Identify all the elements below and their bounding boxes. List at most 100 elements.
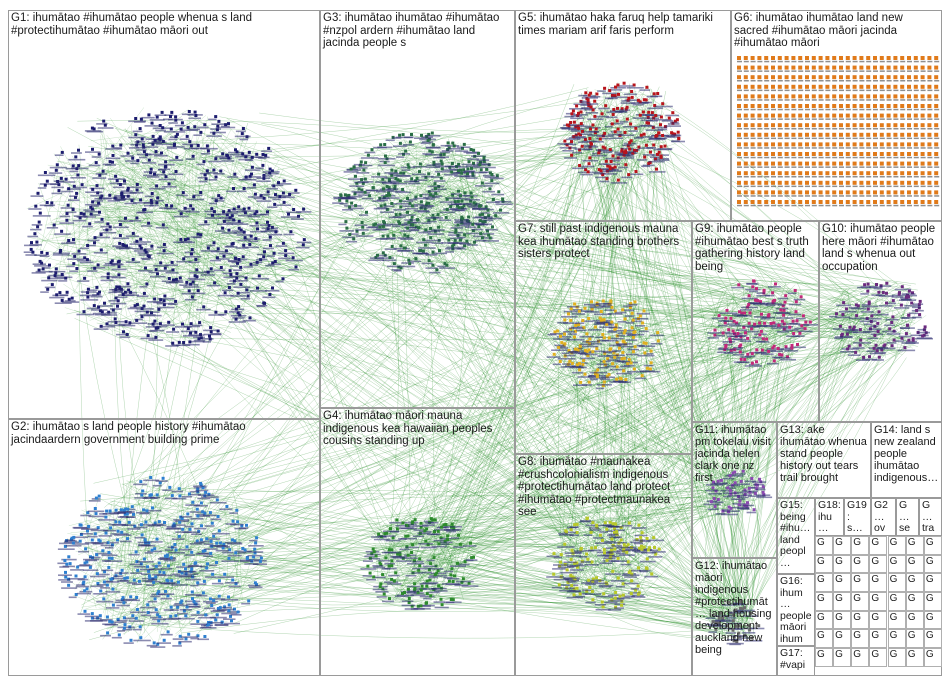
group-label-g21: G… se… [899, 499, 911, 535]
group-label-g22: G… tra… [922, 499, 935, 535]
cluster-g11 [703, 469, 773, 516]
tiny-group-cell: G [815, 573, 834, 592]
group-label-g5: G5: ihumātao haka faruq help tamariki ti… [518, 12, 713, 37]
cluster-g9 [707, 279, 819, 367]
tiny-group-cell: G [905, 573, 924, 592]
group-label-g1: G1: ihumātao #ihumātao people whenua s l… [11, 12, 253, 37]
group-box-g21: G… se… [896, 498, 919, 536]
group-label-g8: G8: ihumātao #maunakea #crushcolonialism… [518, 456, 671, 518]
cluster-g10 [829, 281, 933, 361]
cluster-g4 [360, 517, 479, 610]
tiny-group-cell: G [923, 573, 942, 592]
tiny-group-cell: G [905, 648, 924, 667]
group-label-g10: G10: ihumātao people here māori #ihumāta… [822, 223, 936, 273]
tiny-group-cell: G [833, 610, 852, 630]
group-box-g9: G9: ihumātao people #ihumātao best s tru… [692, 221, 819, 422]
cluster-g2 [57, 476, 267, 648]
tiny-group-cell: G [833, 629, 852, 648]
group-box-g16: G16: ihum… people māori ihum… [777, 574, 815, 646]
tiny-group-cell: G [887, 610, 906, 630]
group-label-g9: G9: ihumātao people #ihumātao best s tru… [695, 223, 809, 273]
tiny-group-cell: G [833, 648, 852, 667]
tiny-group-cell: G [923, 592, 942, 611]
group-label-g19: G19: s… [847, 499, 867, 534]
group-label-g12: G12: ihumātao māori indigenous #protecti… [695, 560, 772, 656]
tiny-group-cell: G [869, 610, 888, 630]
group-box-g8: G8: ihumātao #maunakea #crushcolonialism… [515, 454, 692, 676]
tiny-group-cell: G [887, 592, 906, 611]
tiny-group-cell: G [887, 554, 906, 574]
group-box-g14: G14: land s new zealand people ihumātao … [871, 422, 942, 498]
tiny-group-cell: G [815, 648, 834, 667]
tiny-group-cell: G [923, 629, 942, 648]
group-label-g20: G2… ov… [874, 499, 889, 535]
tiny-group-cell: G [923, 554, 942, 574]
tiny-group-cell: G [869, 554, 888, 574]
tiny-group-cell: G [851, 573, 870, 592]
group-box-g6: G6: ihumātao ihumātao land new sacred #i… [731, 10, 942, 221]
group-label-g16: G16: ihum… people māori ihum… [780, 575, 812, 645]
group-label-g4: G4: ihumātao māori mauna indigenous kea … [323, 410, 493, 447]
tiny-group-cell: G [887, 648, 906, 667]
tiny-group-cell: G [905, 610, 924, 630]
tiny-group-cell: G [905, 592, 924, 611]
group-box-g11: G11: ihumātao pm tokelau visit jacinda h… [692, 422, 777, 558]
tiny-group-cell: G [869, 573, 888, 592]
tiny-group-cell: G [833, 592, 852, 611]
tiny-group-cell: G [869, 536, 888, 555]
group-box-g17: G17: #vapi… [777, 646, 815, 676]
tiny-group-cell: G [851, 592, 870, 611]
cluster-g6 [737, 56, 940, 207]
tiny-group-cell: G [815, 554, 834, 574]
group-box-g7: G7: still past indigenous mauna kea ihum… [515, 221, 692, 454]
tiny-group-cell: G [851, 648, 870, 667]
tiny-group-cell: G [851, 554, 870, 574]
tiny-group-cell: G [905, 629, 924, 648]
cluster-g7 [546, 299, 664, 390]
tiny-group-cell: G [815, 592, 834, 611]
tiny-group-cell: G [851, 629, 870, 648]
group-label-g11: G11: ihumātao pm tokelau visit jacinda h… [695, 424, 771, 484]
tiny-group-cell: G [869, 648, 888, 667]
cluster-g1 [23, 110, 312, 347]
cluster-g8 [546, 516, 666, 611]
tiny-group-cell: G [815, 610, 834, 630]
cluster-g3 [332, 131, 513, 274]
group-label-g13: G13: ake ihumātao whenua stand people hi… [780, 424, 867, 484]
tiny-group-cell: G [815, 536, 834, 555]
group-box-g3: G3: ihumātao ihumātao #ihumātao #nzpol a… [320, 10, 515, 408]
tiny-group-cell: G [887, 573, 906, 592]
group-box-g2: G2: ihumātao s land people history #ihum… [8, 419, 320, 676]
group-box-g10: G10: ihumātao people here māori #ihumāta… [819, 221, 942, 422]
tiny-group-cell: G [887, 536, 906, 555]
group-label-g7: G7: still past indigenous mauna kea ihum… [518, 223, 680, 260]
group-label-g14: G14: land s new zealand people ihumātao … [874, 424, 939, 484]
group-box-g4: G4: ihumātao māori mauna indigenous kea … [320, 408, 515, 676]
group-label-g2: G2: ihumātao s land people history #ihum… [11, 421, 246, 446]
group-box-g12: G12: ihumātao māori indigenous #protecti… [692, 558, 777, 676]
group-label-g6: G6: ihumātao ihumātao land new sacred #i… [734, 12, 903, 49]
group-box-g22: G… tra… [919, 498, 942, 536]
group-box-g15: G15: being #ihu… land peopl… [777, 498, 815, 574]
group-box-g13: G13: ake ihumātao whenua stand people hi… [777, 422, 871, 498]
tiny-group-cell: G [923, 536, 942, 555]
group-label-g18: G18: ihu… [818, 499, 841, 534]
group-box-g20: G2… ov… [871, 498, 896, 536]
tiny-group-cell: G [815, 629, 834, 648]
tiny-group-cell: G [833, 573, 852, 592]
tiny-group-cell: G [851, 610, 870, 630]
tiny-group-cell: G [905, 536, 924, 555]
nodes-layer [23, 56, 940, 648]
tiny-group-cell: G [887, 629, 906, 648]
group-box-g18: G18: ihu… [815, 498, 844, 536]
tiny-group-cell: G [905, 554, 924, 574]
tiny-group-cell: G [833, 536, 852, 555]
group-box-g5: G5: ihumātao haka faruq help tamariki ti… [515, 10, 731, 221]
group-box-g19: G19: s… [844, 498, 871, 536]
tiny-group-cell: G [869, 629, 888, 648]
group-label-g15: G15: being #ihu… land peopl… [780, 499, 811, 569]
cluster-g5 [557, 81, 685, 184]
group-label-g3: G3: ihumātao ihumātao #ihumātao #nzpol a… [323, 12, 500, 49]
